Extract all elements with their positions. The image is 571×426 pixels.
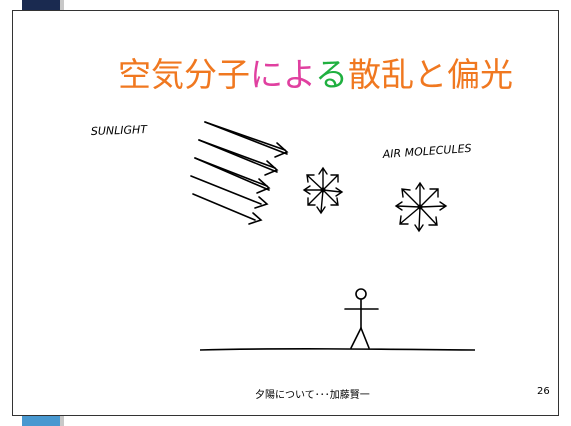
molecule-2 xyxy=(394,181,448,233)
page-number: 26 xyxy=(537,386,550,397)
sketch-illustration: SUNLIGHT AIR MOLECULES xyxy=(91,121,476,351)
title-segment-2: によ xyxy=(250,55,316,94)
title-segment-1: 空気分子 xyxy=(118,55,250,94)
air-molecules-label: AIR MOLECULES xyxy=(381,142,472,161)
stick-figure xyxy=(344,288,379,349)
molecule-1 xyxy=(302,166,344,215)
title-segment-4: 散乱と偏光 xyxy=(348,55,514,94)
sunlight-label: SUNLIGHT xyxy=(91,123,149,138)
ground-line xyxy=(199,348,476,351)
title-segment-3: る xyxy=(315,55,349,94)
footer-author: 夕陽について･･･加藤賢一 xyxy=(255,390,370,401)
sunlight-rays xyxy=(190,121,289,225)
slide-title: 空気分子による散乱と偏光 xyxy=(118,50,538,100)
